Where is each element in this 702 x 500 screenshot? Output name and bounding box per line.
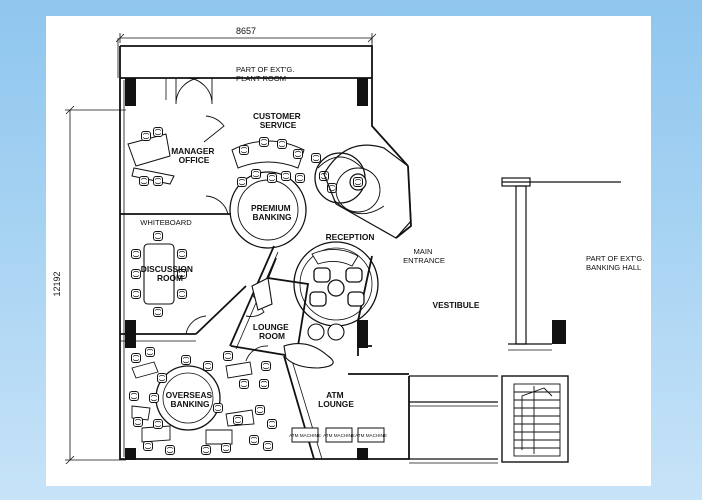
door-swings <box>175 77 269 362</box>
atm-machine-1-label: ATM MACHINE <box>289 433 321 438</box>
atm-lounge-label: ATM LOUNGE <box>318 390 354 409</box>
overseas-banking-area <box>131 361 255 445</box>
structural-columns <box>125 78 566 460</box>
customer-service-label: CUSTOMER SERVICE <box>253 111 303 130</box>
manager-office-label: MANAGER OFFICE <box>171 146 217 165</box>
manager-office <box>127 127 175 186</box>
building-walls <box>119 45 412 460</box>
dimension-height: 12192 <box>52 271 62 296</box>
discussion-room <box>130 230 188 318</box>
dimension-lines <box>65 33 377 465</box>
reception-area <box>293 241 379 327</box>
staircase <box>501 375 569 463</box>
atm-machine-3-label: ATM MACHINE <box>355 433 387 438</box>
vestibule-label: VESTIBULE <box>433 300 480 310</box>
overseas-banking-label: OVERSEAS BANKING <box>166 390 215 409</box>
whiteboard-label: WHITEBOARD <box>140 218 192 227</box>
discussion-room-label: DISCUSSION ROOM <box>141 264 195 283</box>
dimension-width: 8657 <box>236 26 256 36</box>
banking-hall-label: PART OF EXT'G. BANKING HALL <box>586 254 647 272</box>
floor-plan-sheet: 8657 12192 <box>46 16 651 486</box>
main-entrance-label: MAIN ENTRANCE <box>403 247 445 265</box>
vestibule-structures <box>409 177 621 464</box>
atm-machine-2-label: ATM MACHINE <box>323 433 355 438</box>
lounge-room-label: LOUNGE ROOM <box>253 322 291 341</box>
floor-plan-drawing: 8657 12192 <box>52 26 647 465</box>
vip-pod <box>323 144 412 239</box>
lounge-room <box>251 277 345 369</box>
premium-banking-label: PREMIUM BANKING <box>251 203 293 222</box>
plant-room-label: PART OF EXT'G. PLANT ROOM <box>236 65 297 83</box>
atm-lounge <box>291 427 385 443</box>
reception-label: RECEPTION <box>326 232 375 242</box>
